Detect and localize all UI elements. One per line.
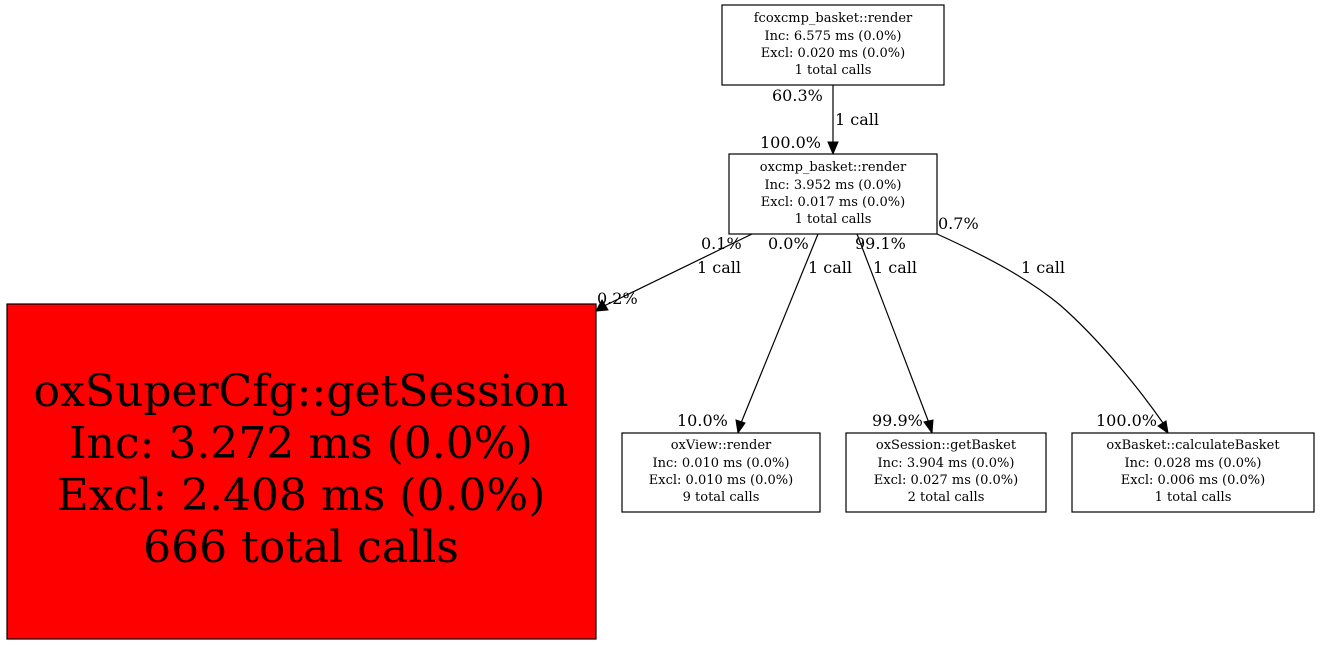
node-oxsession-getbasket[interactable]: oxSession::getBasket Inc: 3.904 ms (0.0%… (845, 432, 1047, 513)
node-title: oxSession::getBasket (876, 438, 1017, 453)
edge-call-label: 1 call (1021, 258, 1065, 277)
node-title: oxView::render (671, 438, 772, 453)
node-call-count: 9 total calls (683, 490, 760, 505)
edge-oxcmp-to-viewrender: 0.0% 1 call 10.0% (677, 233, 852, 435)
node-exclusive-time: Excl: 0.010 ms (0.0%) (649, 473, 793, 488)
node-call-count: 1 total calls (795, 212, 872, 227)
edge-tail-percent: 0.7% (938, 214, 979, 233)
node-inclusive-time: Inc: 3.904 ms (0.0%) (878, 456, 1015, 471)
node-title: oxBasket::calculateBasket (1106, 438, 1280, 453)
node-title: fcoxcmp_basket::render (754, 11, 913, 26)
node-call-count: 666 total calls (143, 522, 459, 573)
edge-tail-percent: 99.1% (855, 234, 906, 253)
node-fcoxcmp-basket-render[interactable]: fcoxcmp_basket::render Inc: 6.575 ms (0.… (721, 4, 945, 86)
edge-head-percent: 0.2% (597, 289, 638, 308)
node-oxsupercfg-getsession[interactable]: oxSuperCfg::getSession Inc: 3.272 ms (0.… (6, 303, 597, 640)
edge-tail-percent: 0.1% (701, 234, 742, 253)
node-exclusive-time: Excl: 0.017 ms (0.0%) (761, 195, 905, 210)
edge-tail-percent: 60.3% (772, 86, 823, 105)
node-inclusive-time: Inc: 0.028 ms (0.0%) (1125, 456, 1262, 471)
node-call-count: 2 total calls (908, 490, 985, 505)
node-exclusive-time: Excl: 0.006 ms (0.0%) (1121, 473, 1265, 488)
edge-head-percent: 100.0% (760, 133, 821, 152)
edge-head-percent: 99.9% (872, 411, 923, 430)
node-inclusive-time: Inc: 3.952 ms (0.0%) (765, 178, 902, 193)
edge-head-percent: 10.0% (677, 411, 728, 430)
edge-oxcmp-to-getsession: 0.1% 1 call 0.2% (595, 233, 753, 312)
node-oxview-render[interactable]: oxView::render Inc: 0.010 ms (0.0%) Excl… (621, 432, 821, 513)
edge-oxcmp-to-calcbasket: 0.7% 1 call 100.0% (936, 214, 1169, 435)
edge-tail-percent: 0.0% (768, 234, 809, 253)
node-title: oxSuperCfg::getSession (34, 366, 569, 417)
node-call-count: 1 total calls (795, 63, 872, 78)
node-inclusive-time: Inc: 6.575 ms (0.0%) (765, 29, 902, 44)
edge-oxcmp-to-getbasket: 99.1% 1 call 99.9% (855, 233, 934, 435)
node-exclusive-time: Excl: 0.020 ms (0.0%) (761, 46, 905, 61)
node-inclusive-time: Inc: 0.010 ms (0.0%) (653, 456, 790, 471)
node-call-count: 1 total calls (1155, 490, 1232, 505)
node-oxbasket-calculatebasket[interactable]: oxBasket::calculateBasket Inc: 0.028 ms … (1071, 432, 1315, 513)
edge-call-label: 1 call (808, 258, 852, 277)
edge-head-percent: 100.0% (1096, 411, 1157, 430)
edge-fcoxcmp-to-oxcmp: 60.3% 1 call 100.0% (760, 85, 879, 156)
edge-call-label: 1 call (835, 110, 879, 129)
node-title: oxcmp_basket::render (760, 160, 907, 175)
node-exclusive-time: Excl: 0.027 ms (0.0%) (874, 473, 1018, 488)
node-inclusive-time: Inc: 3.272 ms (0.0%) (69, 418, 533, 469)
edge-call-label: 1 call (697, 258, 741, 277)
node-oxcmp-basket-render[interactable]: oxcmp_basket::render Inc: 3.952 ms (0.0%… (728, 153, 938, 235)
edge-call-label: 1 call (873, 258, 917, 277)
node-exclusive-time: Excl: 2.408 ms (0.0%) (57, 470, 546, 521)
